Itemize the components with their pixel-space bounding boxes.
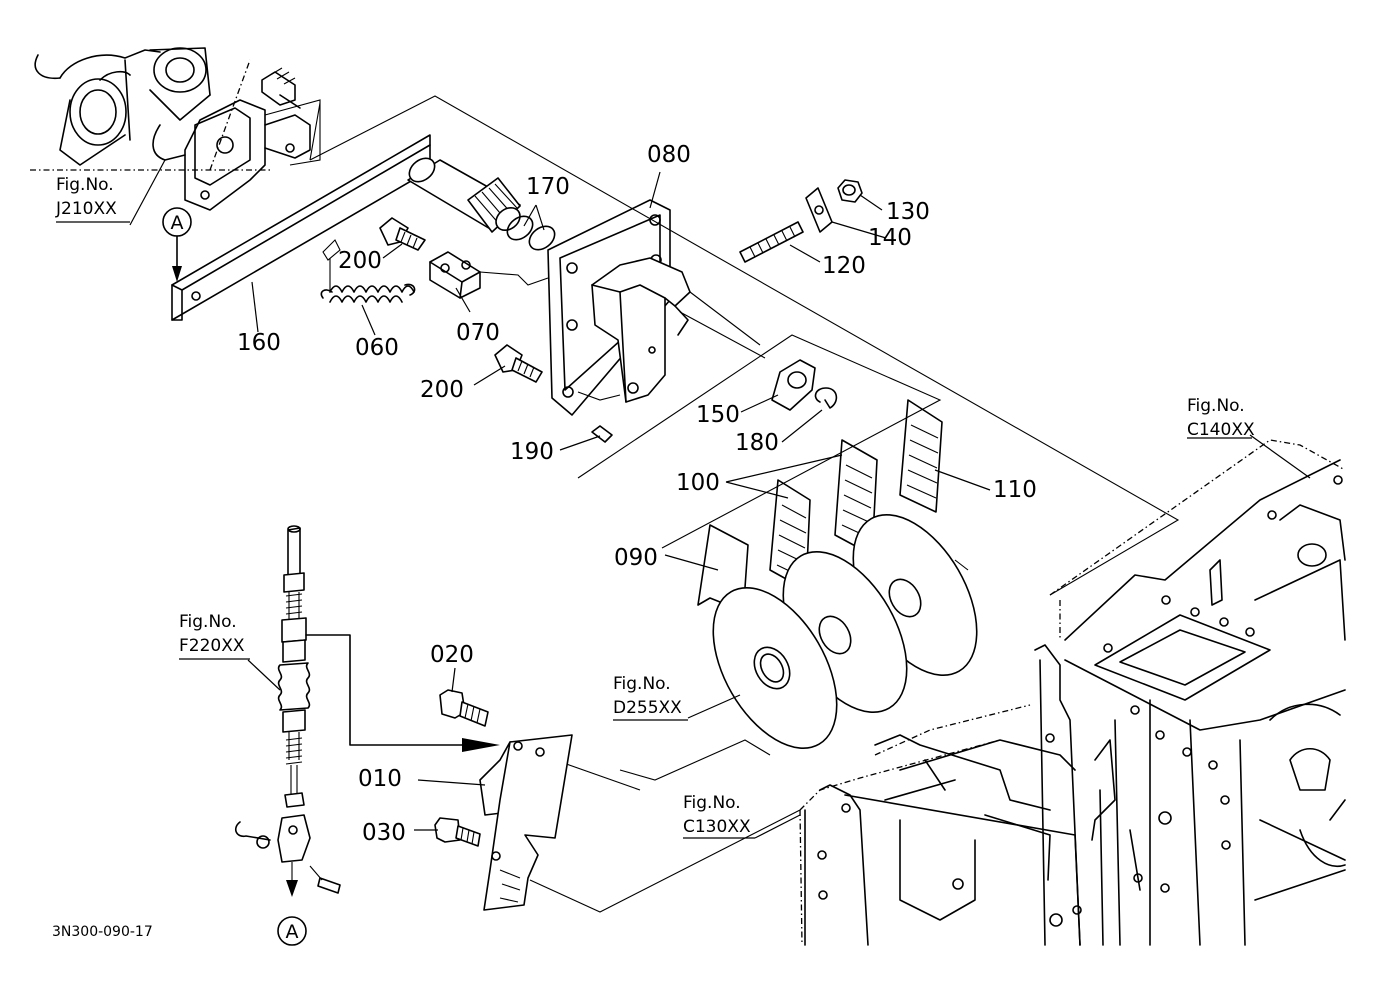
part-150-arm <box>771 359 816 411</box>
part-170-o-rings <box>506 215 556 251</box>
callout-190: 190 <box>510 439 554 465</box>
fig-ref-d255xx: Fig.No. D255XX <box>613 674 688 721</box>
fig-ref-d255xx-line2: D255XX <box>613 698 682 718</box>
part-110-plate <box>899 399 943 513</box>
marker-a-top-label: A <box>171 212 184 234</box>
callout-170: 170 <box>526 174 570 200</box>
fig-ref-c140xx: Fig.No. C140XX <box>1187 396 1255 440</box>
fig-ref-j210xx: Fig.No. J210XX <box>55 175 130 223</box>
part-070-bracket <box>429 251 481 299</box>
callout-160: 160 <box>237 330 281 356</box>
fig-ref-j210xx-line2: J210XX <box>55 199 117 219</box>
fig-ref-f220xx-line1: Fig.No. <box>179 612 237 632</box>
fig-ref-c130xx: Fig.No. C130XX <box>683 793 755 839</box>
callout-130: 130 <box>886 199 930 225</box>
callout-030: 030 <box>362 820 406 846</box>
part-120-stud <box>739 221 804 263</box>
part-080-cover <box>547 199 766 416</box>
shaft <box>407 157 521 233</box>
callout-120: 120 <box>822 253 866 279</box>
fig-ref-j210xx-line1: Fig.No. <box>56 175 114 195</box>
drawing-code: 3N300-090-17 <box>52 924 153 940</box>
fig-ref-f220xx: Fig.No. F220XX <box>179 612 250 660</box>
part-130-nut <box>837 179 863 203</box>
marker-a-top: A <box>162 207 192 282</box>
group-boundary-lines <box>309 95 1180 913</box>
part-020-bolt <box>439 689 489 727</box>
callout-090: 090 <box>614 545 658 571</box>
callout-200-upper: 200 <box>338 248 382 274</box>
callout-070: 070 <box>456 320 500 346</box>
callout-100: 100 <box>676 470 720 496</box>
callout-140: 140 <box>868 225 912 251</box>
callout-060: 060 <box>355 335 399 361</box>
callout-010: 010 <box>358 766 402 792</box>
part-010-bracket <box>479 734 573 911</box>
fig-ref-c140xx-line1: Fig.No. <box>1187 396 1245 416</box>
marker-a-bottom-label: A <box>286 921 299 943</box>
fig-ref-c130xx-line1: Fig.No. <box>683 793 741 813</box>
fig-ref-c130xx-line2: C130XX <box>683 817 751 837</box>
leader-lines <box>247 171 991 839</box>
part-200-bolt-lower <box>494 344 543 383</box>
fig-ref-d255xx-line1: Fig.No. <box>613 674 671 694</box>
part-030-bolt <box>434 817 481 847</box>
callout-labels: 010 020 030 060 070 080 090 100 110 120 … <box>237 142 1037 846</box>
fig-ref-c140xx-line2: C140XX <box>1187 420 1255 440</box>
clutch-discs <box>712 513 978 750</box>
upper-housing <box>30 47 321 226</box>
marker-a-bottom: A <box>277 916 307 946</box>
part-200-bolt-upper <box>379 217 426 251</box>
part-190-pin <box>591 425 613 443</box>
part-060-spring <box>320 239 416 303</box>
callout-020: 020 <box>430 642 474 668</box>
callout-150: 150 <box>696 402 740 428</box>
transmission-case <box>799 434 1346 946</box>
callout-200-lower: 200 <box>420 377 464 403</box>
part-140-washer <box>805 187 833 233</box>
callout-180: 180 <box>735 430 779 456</box>
cable-rod <box>234 525 500 897</box>
part-180-snap-ring <box>814 387 838 409</box>
callout-080: 080 <box>647 142 691 168</box>
fig-ref-f220xx-line2: F220XX <box>179 636 245 656</box>
callout-110: 110 <box>993 477 1037 503</box>
